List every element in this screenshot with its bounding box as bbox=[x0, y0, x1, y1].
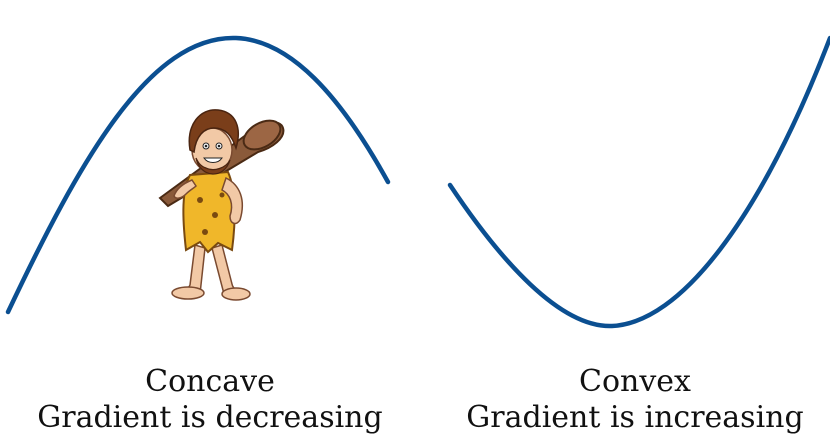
convex-curve bbox=[447, 35, 830, 329]
convex-caption: Convex Gradient is increasing bbox=[425, 364, 830, 436]
concave-description: Gradient is decreasing bbox=[37, 400, 383, 435]
convex-description: Gradient is increasing bbox=[466, 400, 804, 435]
caveman-illustration-icon bbox=[158, 109, 285, 301]
convex-label: Convex bbox=[579, 364, 691, 399]
concave-curve bbox=[5, 35, 391, 315]
concave-label: Concave bbox=[145, 364, 275, 399]
concave-caption: Concave Gradient is decreasing bbox=[0, 364, 420, 436]
